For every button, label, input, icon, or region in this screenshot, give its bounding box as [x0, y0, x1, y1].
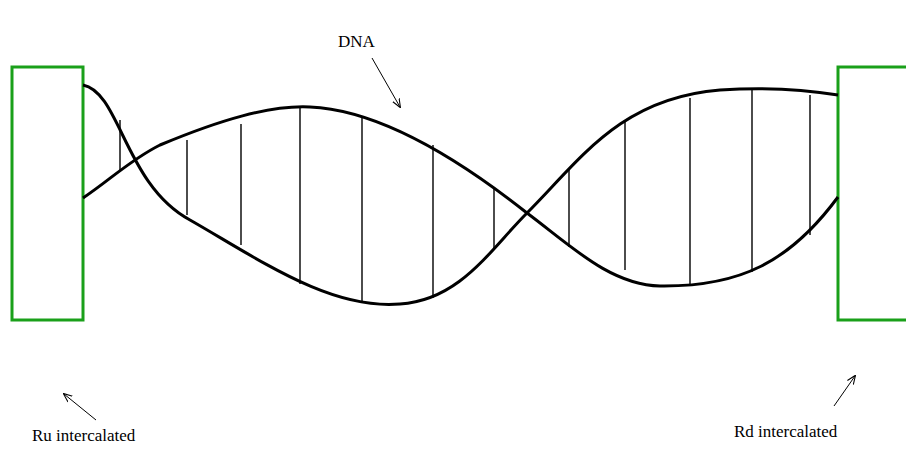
- dna-label: DNA: [338, 32, 375, 52]
- right-intercalator-box: [838, 67, 906, 320]
- leader-arrows: [64, 58, 855, 420]
- rd-label: Rd intercalated: [734, 422, 837, 442]
- ru-label: Ru intercalated: [32, 426, 135, 446]
- left-intercalator-box: [12, 67, 83, 320]
- dna-strands: [83, 85, 838, 304]
